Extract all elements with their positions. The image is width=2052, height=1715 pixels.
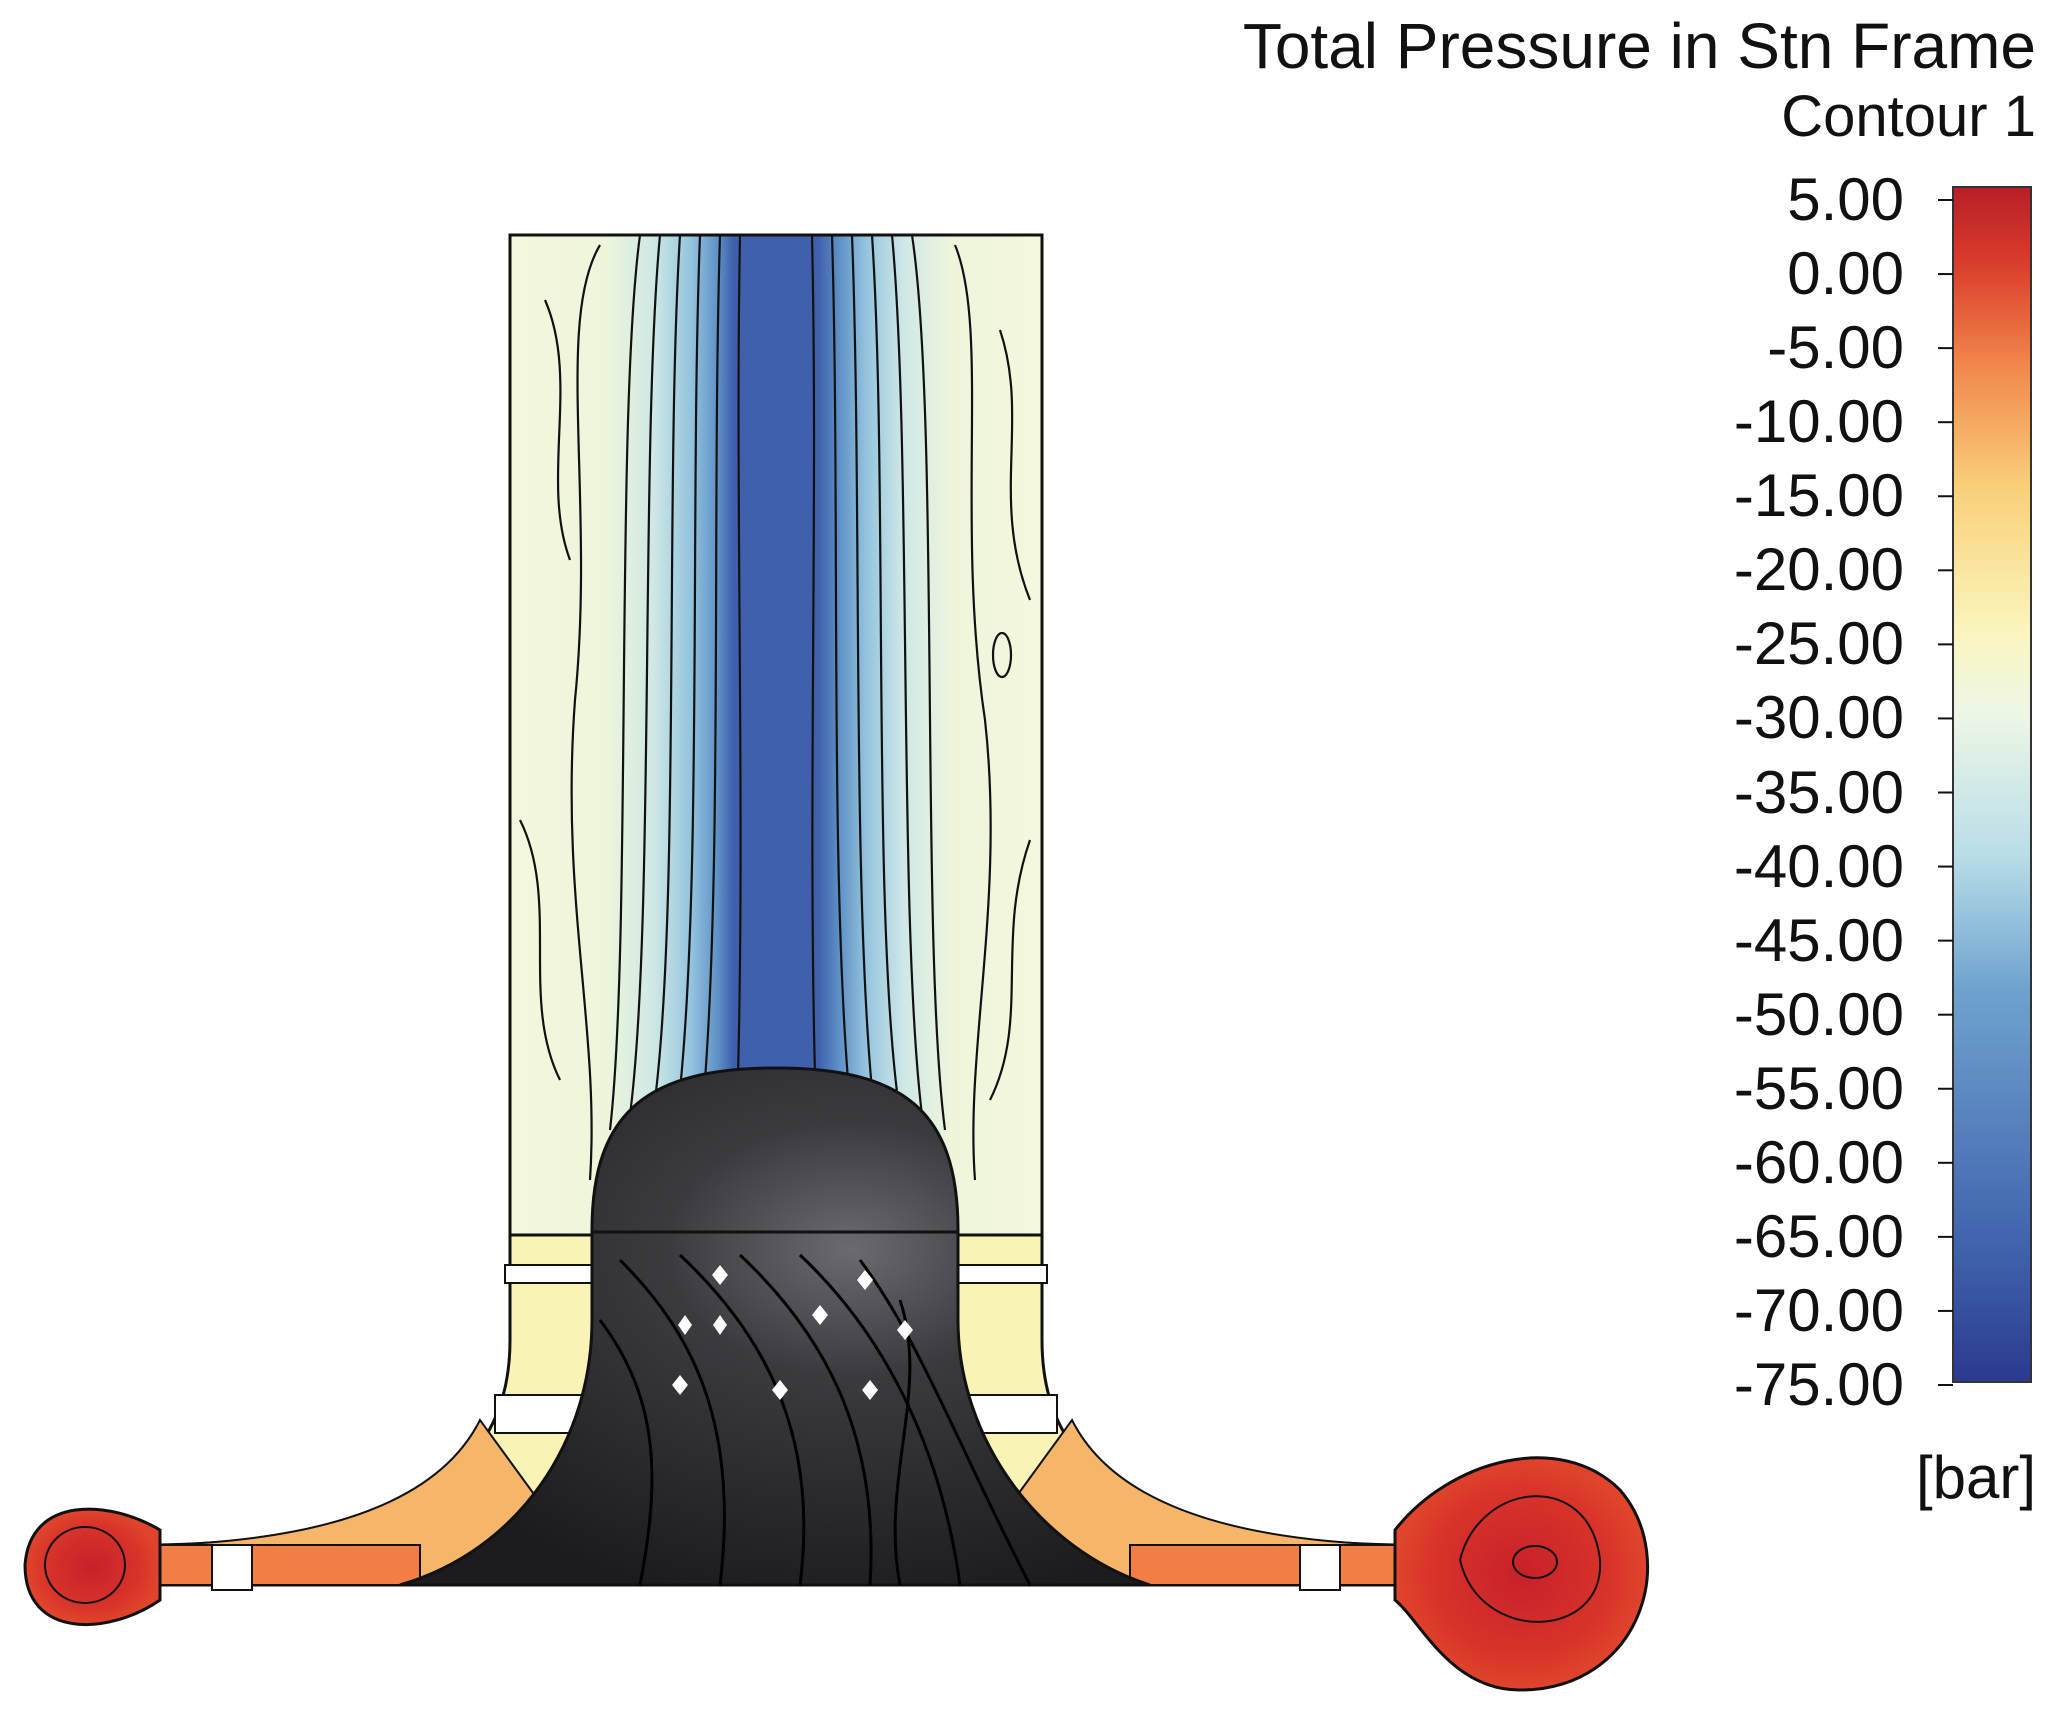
colorbar-tick-label: -20.00 [1733,536,1904,604]
contour-line [628,234,662,1116]
vane-gap-left [211,1544,253,1591]
contour-line [678,234,702,1091]
contour-line [870,234,900,1101]
blade-highlight [862,1380,878,1400]
colorbar-tick-label: -65.00 [1733,1202,1904,1270]
contour-line [608,234,642,1131]
contour-line [543,299,572,561]
colorbar-tick-label: -10.00 [1733,388,1904,456]
volute-contour-right [1458,1495,1602,1623]
blade-highlight [772,1380,788,1400]
colorbar-ticks [1938,199,1953,1386]
runner-blade [598,1319,654,1586]
runner-blade [618,1258,726,1586]
volute-left [23,1507,162,1626]
contour-line [998,329,1032,601]
contour-line [953,244,992,1181]
contour-line [890,234,924,1116]
runner-blade [798,1253,962,1586]
runner-blade [858,1259,1032,1586]
contour-line [830,234,850,1081]
contour-line [519,819,561,1081]
colorbar-tick-label: -55.00 [1733,1054,1904,1122]
volute-contour-right-inner [1512,1545,1558,1579]
contour-line [570,244,601,1181]
contour-line [736,234,742,1076]
blade-highlight [672,1375,688,1395]
runner-hub [399,1066,1151,1587]
blade-highlight [812,1305,828,1325]
blade-highlight [897,1320,913,1340]
colorbar-tick-label: -75.00 [1733,1351,1904,1418]
colorbar [1952,186,2032,1383]
colorbar-unit: [bar] [1915,1444,2036,1511]
contour-line [810,234,817,1076]
blade-highlight [712,1265,728,1285]
colorbar-tick-label: -30.00 [1733,684,1904,752]
colorbar-tick-label: -40.00 [1733,832,1904,900]
colorbar-tick-label: -25.00 [1733,610,1904,678]
colorbar-tick-label: 0.00 [1787,240,1904,308]
colorbar-tick-label: 5.00 [1787,166,1904,233]
casing-inner-left [159,1544,421,1586]
contour-line [703,234,722,1081]
legend-title: Total Pressure in Stn Frame [1242,10,2036,82]
colorbar-tick-label: -35.00 [1733,758,1904,826]
colorbar-tick-label: -60.00 [1733,1128,1904,1196]
blade-highlights [672,1265,913,1400]
casing-inner-right [1129,1544,1396,1586]
volute-contour-left [44,1526,126,1604]
contour-line [989,839,1032,1101]
runner-blade [738,1253,873,1586]
contour-island [991,631,1013,679]
colorbar-tick-label: -70.00 [1733,1276,1904,1344]
vane-gap-right [1299,1544,1341,1591]
colorbar-tick-label: -45.00 [1733,906,1904,974]
contour-line [653,234,682,1101]
colorbar-tick-label: -15.00 [1733,462,1904,530]
colorbar-tick-label: -5.00 [1767,314,1904,382]
contour-line [910,234,947,1131]
blade-highlight [857,1270,873,1290]
runner-blades [598,1253,1032,1586]
legend-subtitle: Contour 1 [1781,84,2036,149]
contour-line [850,234,874,1091]
blade-highlight [678,1315,692,1335]
colorbar-tick-label: -50.00 [1733,980,1904,1048]
blade-highlight [713,1315,727,1335]
contour-lines [519,234,1032,1181]
